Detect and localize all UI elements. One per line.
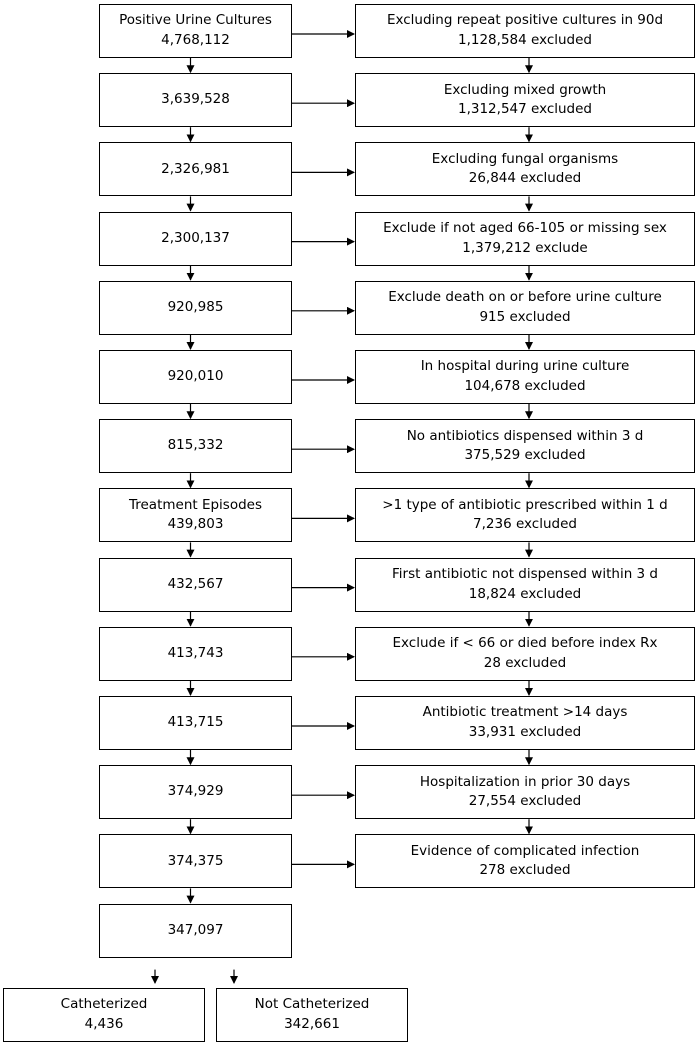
outcome-count: 4,436: [84, 1016, 124, 1032]
exclusion-box: Antibiotic treatment >14 days 33,931 excl…: [355, 696, 695, 750]
exclusion-box: Excluding repeat positive cultures in 90…: [355, 4, 695, 58]
exclusion-reason: Exclude death on or before urine culture: [388, 289, 662, 306]
cohort-count: 815,332: [167, 437, 224, 454]
exclusion-reason: First antibiotic not dispensed within 3 …: [392, 566, 658, 583]
exclusion-reason: Excluding fungal organisms: [431, 150, 619, 167]
exclusion-count: 1,379,212 exclude: [462, 239, 588, 256]
exclusion-reason: Evidence of complicated infection: [410, 842, 640, 859]
exclusion-box: Excluding fungal organisms 26,844 exclude…: [355, 142, 695, 197]
exclusion-box: Exclude if not aged 66-105 or missing se…: [355, 211, 695, 266]
exclusion-reason: Hospitalization in prior 30 days: [419, 773, 631, 790]
exclusion-count: 33,931 excluded: [468, 724, 582, 740]
cohort-count: 920,010: [167, 368, 224, 385]
cohort-box: Treatment Episodes 439,803: [99, 488, 292, 543]
exclusion-reason: Excluding mixed growth: [443, 81, 607, 98]
cohort-box: 2,326,981: [99, 142, 292, 197]
cohort-count: 2,326,981: [161, 160, 230, 177]
cohort-box: 815,332: [99, 419, 292, 474]
cohort-box: 2,300,137: [99, 211, 292, 266]
exclusion-count: 7,236 excluded: [473, 516, 577, 533]
outcome-box: Not Catheterized 342,661: [216, 988, 408, 1042]
exclusion-box: Exclude death on or before urine culture…: [355, 280, 695, 335]
outcome-title: Not Catheterized: [254, 996, 370, 1013]
outcome-count: 342,661: [284, 1016, 340, 1032]
outcome-box: Catheterized 4,436: [3, 988, 205, 1042]
cohort-count: 347,097: [167, 921, 224, 938]
cohort-box: 3,639,528: [99, 73, 292, 128]
cohort-count: 413,715: [167, 714, 224, 731]
exclusion-count: 1,128,584 excluded: [458, 32, 592, 48]
cohort-count: 4,768,112: [161, 32, 230, 48]
cohort-box: Positive Urine Cultures 4,768,112: [99, 4, 292, 58]
cohort-box: 347,097: [99, 903, 292, 958]
cohort-box: 374,929: [99, 765, 292, 820]
exclusion-box: Excluding mixed growth 1,312,547 excluded: [355, 73, 695, 128]
cohort-box: 374,375: [99, 834, 292, 889]
exclusion-count: 1,312,547 excluded: [458, 101, 592, 118]
cohort-count: 2,300,137: [161, 229, 230, 246]
exclusion-count: 26,844 excluded: [468, 170, 582, 187]
exclusion-box: >1 type of antibiotic prescribed within …: [355, 488, 695, 543]
cohort-box: 432,567: [99, 557, 292, 612]
exclusion-box: In hospital during urine culture 104,678 …: [355, 350, 695, 404]
exclusion-reason: Excluding repeat positive cultures in 90…: [386, 12, 664, 29]
exclusion-count: 915 excluded: [479, 308, 571, 325]
exclusion-count: 28 excluded: [483, 654, 567, 671]
exclusion-reason: Exclude if < 66 or died before index Rx: [392, 635, 658, 652]
cohort-box: 413,743: [99, 626, 292, 681]
cohort-count: 439,803: [167, 516, 224, 533]
exclusion-count: 27,554 excluded: [468, 793, 582, 810]
exclusion-reason: >1 type of antibiotic prescribed within …: [382, 496, 668, 513]
cohort-box: 413,715: [99, 696, 292, 750]
exclusion-count: 278 excluded: [479, 862, 571, 879]
exclusion-count: 18,824 excluded: [468, 585, 582, 602]
cohort-count: 432,567: [167, 575, 224, 592]
exclusion-box: First antibiotic not dispensed within 3 …: [355, 557, 695, 612]
cohort-count: 374,375: [167, 852, 224, 869]
cohort-box: 920,010: [99, 350, 292, 404]
cohort-title: Positive Urine Cultures: [119, 12, 272, 29]
exclusion-reason: Exclude if not aged 66-105 or missing se…: [383, 220, 667, 237]
exclusion-box: Exclude if < 66 or died before index Rx 2…: [355, 626, 695, 681]
cohort-count: 3,639,528: [161, 91, 230, 108]
exclusion-count: 104,678 excluded: [464, 378, 586, 394]
exclusion-reason: In hospital during urine culture: [420, 358, 630, 375]
exclusion-box: Hospitalization in prior 30 days 27,554 e…: [355, 765, 695, 820]
exclusion-reason: Antibiotic treatment >14 days: [422, 704, 628, 721]
exclusion-reason: No antibiotics dispensed within 3 d: [406, 427, 644, 444]
outcome-title: Catheterized: [60, 996, 148, 1013]
cohort-count: 374,929: [167, 783, 224, 800]
cohort-count: 920,985: [167, 299, 224, 316]
exclusion-box: Evidence of complicated infection 278 exc…: [355, 834, 695, 889]
cohort-count: 413,743: [167, 645, 224, 662]
cohort-box: 920,985: [99, 280, 292, 335]
exclusion-count: 375,529 excluded: [464, 447, 586, 464]
exclusion-box: No antibiotics dispensed within 3 d 375,5…: [355, 419, 695, 474]
cohort-title: Treatment Episodes: [128, 496, 263, 513]
